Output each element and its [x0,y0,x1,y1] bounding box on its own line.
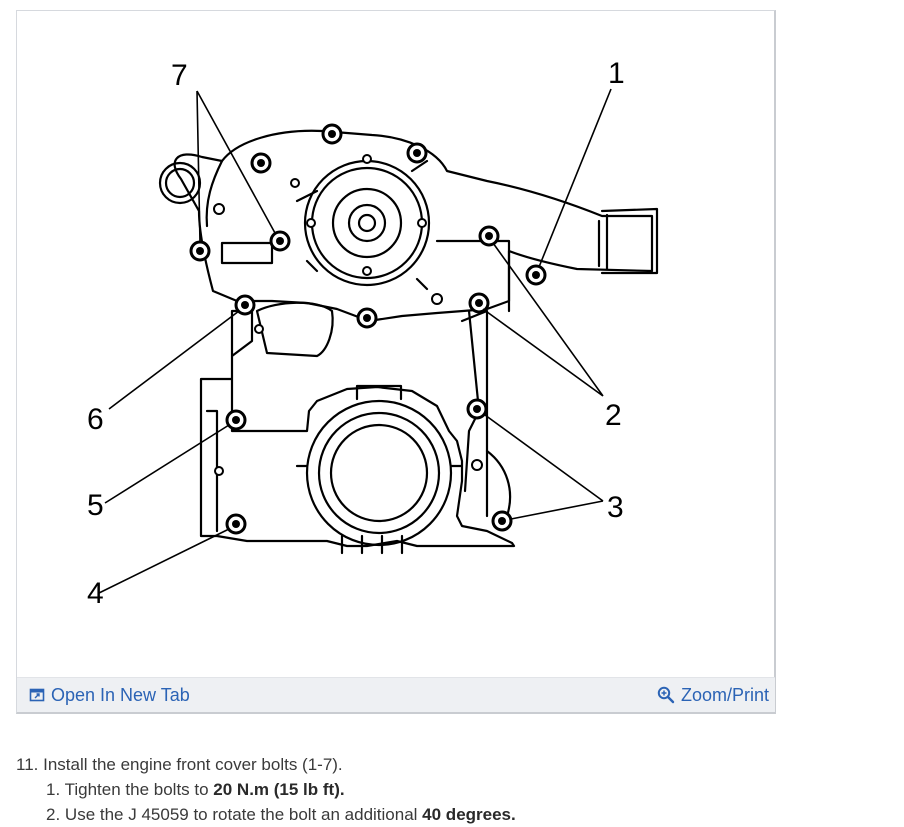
substep-number: 2. [46,805,61,824]
substep-number: 1. [46,780,61,799]
open-new-tab-icon [29,688,45,702]
instruction-block: 11. Install the engine front cover bolts… [16,752,516,827]
step-number: 11. [16,755,39,774]
figure-frame: 7 1 2 3 4 5 6 Open In New Tab Zoom/Print [16,10,776,714]
substep-list: 1. Tighten the bolts to 20 N.m (15 lb ft… [16,777,516,827]
callout-5: 5 [87,489,104,522]
open-in-new-tab-label: Open In New Tab [51,685,190,705]
callout-7: 7 [171,59,188,92]
callout-6: 6 [87,403,104,436]
substep-item: 2. Use the J 45059 to rotate the bolt an… [46,802,516,827]
figure-toolbar: Open In New Tab Zoom/Print [17,677,775,712]
zoom-print-label: Zoom/Print [680,685,769,705]
callout-1: 1 [608,57,625,90]
open-in-new-tab-link[interactable]: Open In New Tab [29,684,190,706]
callout-2: 2 [605,399,622,432]
substep-text: Tighten the bolts to [64,780,214,799]
step-11: 11. Install the engine front cover bolts… [16,752,516,777]
angle-spec: 40 degrees. [422,805,516,824]
substep-text: Use the J 45059 to rotate the bolt an ad… [64,805,423,824]
zoom-print-link[interactable]: Zoom/Print [657,684,769,706]
callout-3: 3 [607,491,624,524]
callout-4: 4 [87,577,104,610]
torque-spec: 20 N.m (15 lb ft). [213,780,345,799]
engine-front-cover-diagram: 7 1 2 3 4 5 6 [87,57,659,610]
substep-item: 1. Tighten the bolts to 20 N.m (15 lb ft… [46,777,516,802]
magnifier-icon [657,686,675,704]
step-text: Install the engine front cover bolts (1-… [43,755,343,774]
